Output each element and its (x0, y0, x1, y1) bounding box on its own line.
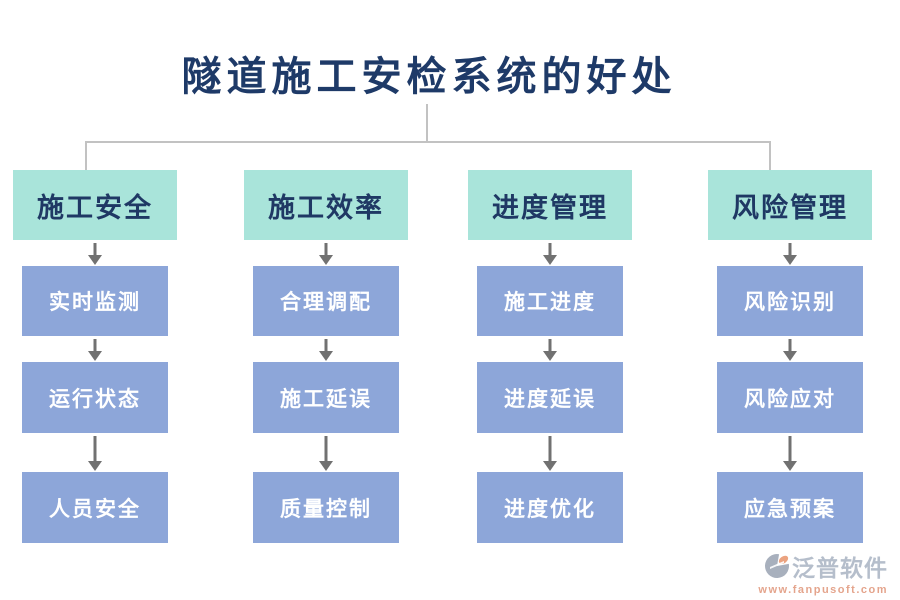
page-title: 隧道施工安检系统的好处 (181, 54, 677, 99)
item-box: 进度延误 (477, 362, 623, 433)
item-box: 运行状态 (22, 362, 168, 433)
down-arrow-icon (543, 243, 557, 265)
item-box: 进度优化 (477, 472, 623, 543)
column-progress-management: 进度管理 施工进度 进度延误 进度优化 (468, 170, 632, 550)
down-arrow-icon (319, 339, 333, 361)
item-box: 实时监测 (22, 266, 168, 336)
down-arrow-icon (88, 243, 102, 265)
down-arrow-icon (543, 436, 557, 471)
down-arrow-icon (319, 243, 333, 265)
down-arrow-icon (783, 339, 797, 361)
column-construction-safety: 施工安全 实时监测 运行状态 人员安全 (13, 170, 177, 550)
item-box: 应急预案 (717, 472, 863, 543)
vendor-watermark: 泛普软件 www.fanpusoft.com (758, 549, 888, 596)
item-box: 风险识别 (717, 266, 863, 336)
brand-url: www.fanpusoft.com (758, 584, 888, 596)
down-arrow-icon (319, 436, 333, 471)
down-arrow-icon (783, 243, 797, 265)
item-box: 施工延误 (253, 362, 399, 433)
fanpu-logo-icon (764, 554, 789, 579)
down-arrow-icon (783, 436, 797, 471)
category-header: 进度管理 (468, 170, 632, 240)
item-box: 风险应对 (717, 362, 863, 433)
brand-name: 泛普软件 (792, 555, 888, 581)
item-box: 合理调配 (253, 266, 399, 336)
down-arrow-icon (88, 436, 102, 471)
down-arrow-icon (543, 339, 557, 361)
category-header: 施工效率 (244, 170, 408, 240)
down-arrow-icon (88, 339, 102, 361)
column-construction-efficiency: 施工效率 合理调配 施工延误 质量控制 (244, 170, 408, 550)
category-header: 施工安全 (13, 170, 177, 240)
item-box: 人员安全 (22, 472, 168, 543)
item-box: 质量控制 (253, 472, 399, 543)
column-risk-management: 风险管理 风险识别 风险应对 应急预案 (708, 170, 872, 550)
item-box: 施工进度 (477, 266, 623, 336)
category-header: 风险管理 (708, 170, 872, 240)
